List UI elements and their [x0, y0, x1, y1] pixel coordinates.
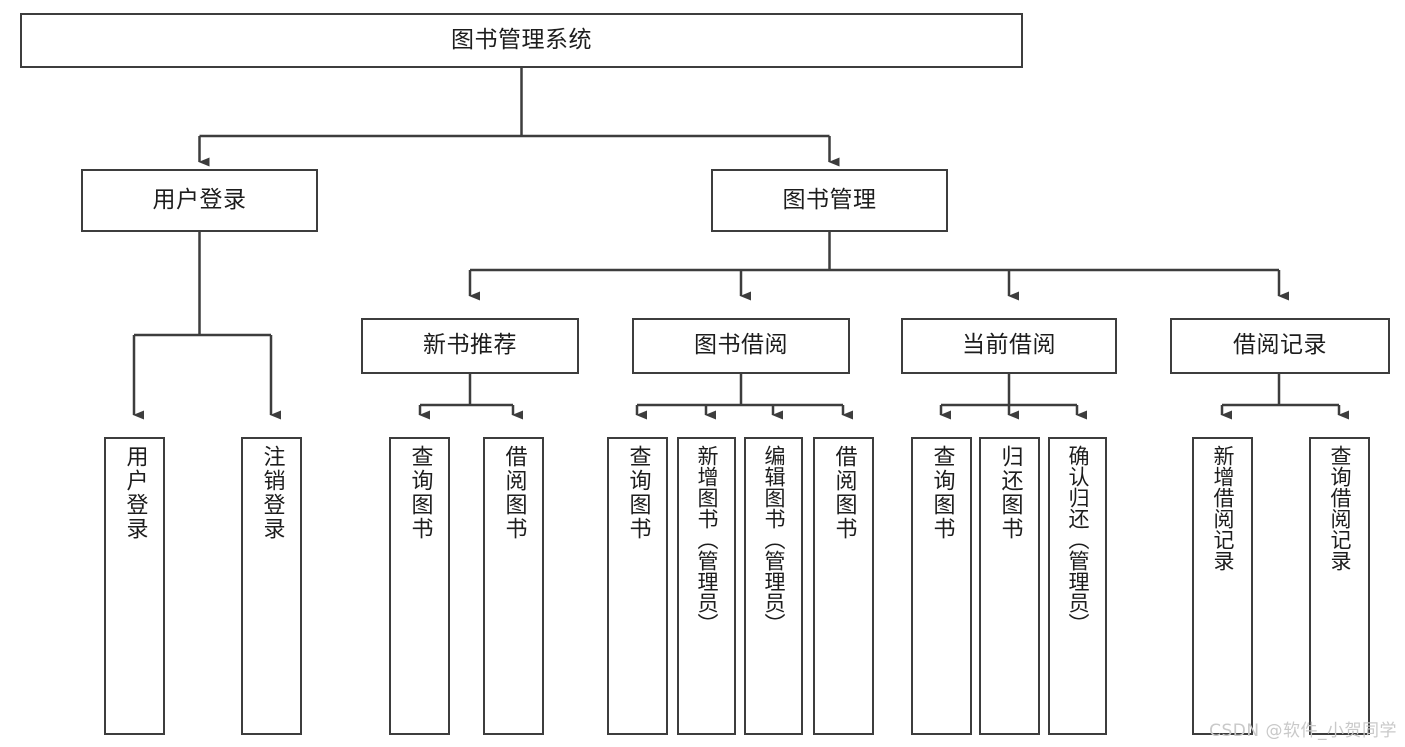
edges-borrow-record-to-leaves	[1220, 374, 1349, 420]
node-current-borrow[interactable]: 当前借阅	[901, 318, 1117, 374]
node-leaf-add-record[interactable]: 新增借阅记录	[1192, 437, 1253, 735]
edges-book-borrow-to-leaves	[635, 374, 853, 420]
node-borrow-record-label: 借阅记录	[1233, 332, 1327, 359]
node-current-borrow-label: 当前借阅	[962, 332, 1056, 359]
node-leaf-query-record[interactable]: 查询借阅记录	[1309, 437, 1370, 735]
node-leaf-query-book-1[interactable]: 查询图书	[389, 437, 450, 735]
node-root-label: 图书管理系统	[451, 26, 592, 53]
node-leaf-edit-book-label: 编辑图书（管理员）	[762, 445, 786, 634]
node-root[interactable]: 图书管理系统	[20, 13, 1023, 68]
node-leaf-user-login[interactable]: 用户登录	[104, 437, 165, 735]
node-leaf-query-record-label: 查询借阅记录	[1328, 445, 1352, 571]
node-leaf-confirm-return-label: 确认归还（管理员）	[1066, 445, 1090, 634]
node-user-login-label: 用户登录	[152, 186, 247, 213]
node-leaf-logout-label: 注销登录	[259, 445, 285, 541]
node-book-management[interactable]: 图书管理	[711, 169, 948, 232]
node-leaf-add-record-label: 新增借阅记录	[1211, 445, 1235, 571]
node-leaf-borrow-book-2[interactable]: 借阅图书	[813, 437, 874, 735]
watermark-text: CSDN @软件_小贺同学	[1209, 721, 1397, 741]
edges-current-borrow-to-leaves	[939, 374, 1087, 420]
node-leaf-query-book-3[interactable]: 查询图书	[911, 437, 972, 735]
node-leaf-logout[interactable]: 注销登录	[241, 437, 302, 735]
node-leaf-return-book[interactable]: 归还图书	[979, 437, 1040, 735]
edges-level2-to-level3	[468, 232, 1289, 301]
node-leaf-return-book-label: 归还图书	[997, 445, 1023, 541]
node-leaf-query-book-2-label: 查询图书	[625, 445, 651, 541]
node-leaf-borrow-book-2-label: 借阅图书	[831, 445, 857, 541]
node-new-book-recommend-label: 新书推荐	[423, 332, 517, 359]
node-book-borrow-label: 图书借阅	[694, 332, 788, 359]
edges-user-login-to-leaves	[132, 232, 281, 420]
node-leaf-query-book-3-label: 查询图书	[929, 445, 955, 541]
node-leaf-query-book-1-label: 查询图书	[407, 445, 433, 541]
node-leaf-borrow-book-1-label: 借阅图书	[501, 445, 527, 541]
node-borrow-record[interactable]: 借阅记录	[1170, 318, 1390, 374]
edges-new-book-to-leaves	[418, 374, 523, 420]
node-book-borrow[interactable]: 图书借阅	[632, 318, 850, 374]
node-new-book-recommend[interactable]: 新书推荐	[361, 318, 579, 374]
node-leaf-user-login-label: 用户登录	[122, 445, 148, 541]
node-leaf-add-book[interactable]: 新增图书（管理员）	[677, 437, 736, 735]
node-leaf-query-book-2[interactable]: 查询图书	[607, 437, 668, 735]
node-leaf-edit-book[interactable]: 编辑图书（管理员）	[744, 437, 803, 735]
node-book-management-label: 图书管理	[782, 186, 877, 213]
node-user-login[interactable]: 用户登录	[81, 169, 318, 232]
edges-root-to-level2	[198, 68, 840, 167]
node-leaf-borrow-book-1[interactable]: 借阅图书	[483, 437, 544, 735]
node-leaf-add-book-label: 新增图书（管理员）	[695, 445, 719, 634]
node-leaf-confirm-return[interactable]: 确认归还（管理员）	[1048, 437, 1107, 735]
